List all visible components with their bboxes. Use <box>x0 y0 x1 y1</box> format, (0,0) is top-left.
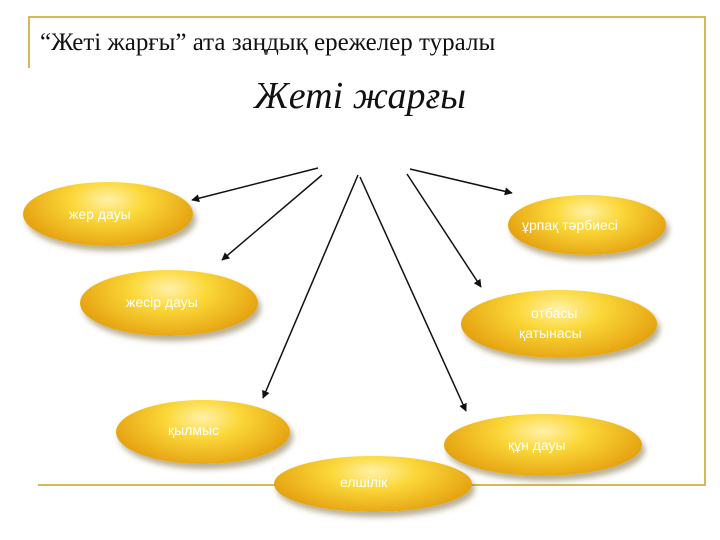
node-elshilik: елшілік <box>274 456 472 512</box>
node-qylmys-label: қылмыс <box>168 422 220 438</box>
node-otbasy-label-line2: қатынасы <box>519 325 582 341</box>
node-qun-dauy: құн дауы <box>444 414 642 476</box>
node-urpaq-tarbiesi-label: ұрпақ тәрбиесі <box>522 217 618 233</box>
node-otbasy: отбасы қатынасы <box>461 290 657 358</box>
arrow-to-zhesir-dauy <box>221 174 323 261</box>
node-zher-dauy: жер дауы <box>23 182 193 246</box>
frame-top-line <box>28 16 706 18</box>
arrow-to-zher-dauy <box>191 167 319 203</box>
node-urpaq-tarbiesi: ұрпақ тәрбиесі <box>508 195 666 255</box>
arrow-to-qun-dauy <box>359 176 467 412</box>
frame-left-line <box>28 16 30 68</box>
node-elshilik-label: елшілік <box>340 474 388 490</box>
node-zher-dauy-label: жер дауы <box>69 206 131 222</box>
node-zhesir-dauy: жесір дауы <box>80 270 258 336</box>
node-qylmys: қылмыс <box>116 400 290 464</box>
arrow-to-otbasy <box>406 173 482 288</box>
arrow-to-urpaq-tarbiesi <box>409 168 513 196</box>
node-zhesir-dauy-label: жесір дауы <box>126 294 198 310</box>
frame-right-line <box>704 16 706 486</box>
center-title: Жеті жарғы <box>253 75 467 117</box>
node-qun-dauy-label: құн дауы <box>508 437 566 453</box>
slide-title: “Жеті жарғы” ата заңдық ережелер туралы <box>40 29 496 56</box>
node-otbasy-label-line1: отбасы <box>531 305 578 321</box>
arrow-to-qylmys <box>262 174 359 399</box>
